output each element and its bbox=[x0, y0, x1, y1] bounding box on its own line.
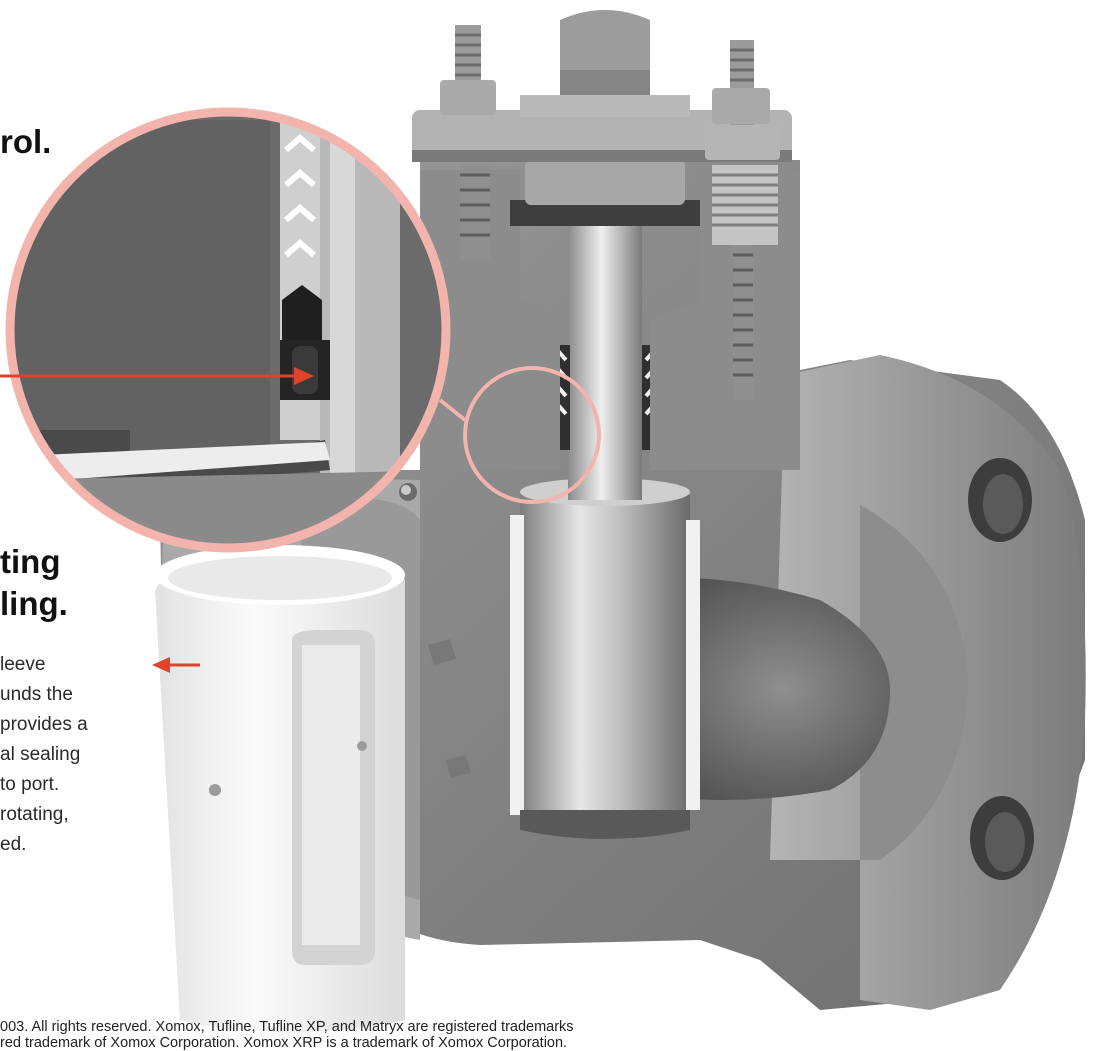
body-line-2: unds the bbox=[0, 684, 73, 705]
body-line-5: to port. bbox=[0, 774, 60, 795]
bonnet-bolts bbox=[440, 25, 780, 400]
body-line-3: provides a bbox=[0, 714, 88, 735]
body-line-7: ed. bbox=[0, 834, 27, 855]
outlet-flange bbox=[770, 355, 1086, 1010]
ptfe-sleeve bbox=[155, 545, 405, 1033]
body-line-4: al sealing bbox=[0, 744, 81, 765]
detail-magnifier bbox=[5, 107, 451, 553]
body-line-6: rotating, bbox=[0, 804, 69, 825]
heading-mid-line-1: ting bbox=[0, 543, 61, 580]
valve-plug bbox=[510, 478, 700, 839]
valve-stem bbox=[568, 215, 642, 500]
pointer-arrow-top bbox=[0, 367, 314, 385]
heading-top: rol. bbox=[0, 123, 52, 160]
body-line-1: leeve bbox=[0, 654, 46, 675]
detail-ring-small bbox=[463, 366, 601, 504]
pointer-arrow-sleeve bbox=[152, 657, 200, 673]
heading-mid-line-2: ling. bbox=[0, 585, 68, 622]
footer-copyright-line-2: red trademark of Xomox Corporation. Xomo… bbox=[0, 1035, 568, 1051]
detail-ring-connector bbox=[438, 398, 467, 422]
stem-top-nut bbox=[520, 10, 690, 117]
footer-copyright-line-1: 003. All rights reserved. Xomox, Tufline… bbox=[0, 1019, 574, 1035]
